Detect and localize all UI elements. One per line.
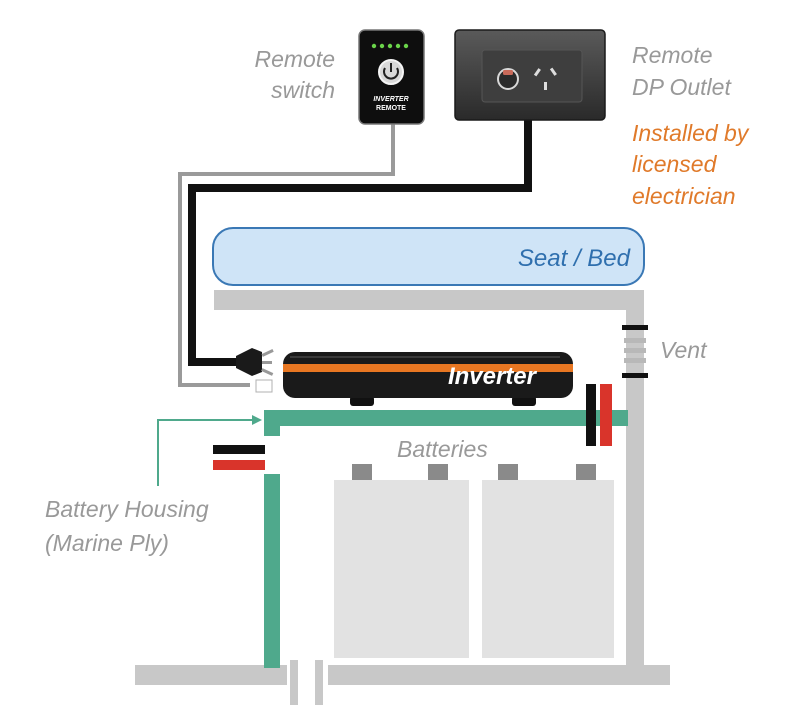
remote-outlet-label-line1: Remote [632,42,713,68]
installer-note-line1: Installed by [632,120,750,146]
right-cable-entry [586,384,612,446]
vent-label: Vent [660,337,708,363]
installer-note-line2: licensed [632,151,718,177]
seat-bed-label: Seat / Bed [518,245,631,272]
inverter [283,352,573,406]
seat-bed [212,227,645,286]
seat-frame [214,290,644,680]
inverter-remote-icon [358,29,425,125]
inverter-label: Inverter [448,363,538,390]
installer-note-line3: electrician [632,183,736,209]
au-plug-icon [236,348,274,376]
remote-cable [178,122,395,387]
battery-housing [264,410,628,668]
power-outlet-icon [454,29,606,121]
remote-outlet-label-line2: DP Outlet [632,74,732,100]
remote-switch-label-line2: switch [271,77,335,103]
remote-device-text-line2: REMOTE [376,105,406,112]
vent [622,325,648,378]
left-cable-entry [213,445,265,470]
battery-housing-label-line1: Battery Housing [45,496,209,522]
outlet-cable [188,118,532,366]
batteries-label: Batteries [397,436,488,462]
remote-device-text-line1: INVERTER [373,96,408,103]
batteries [334,464,614,658]
floor [135,660,670,705]
remote-switch-label-line1: Remote [254,46,335,72]
battery-housing-label-line2: (Marine Ply) [45,530,169,556]
housing-pointer-arrow [157,415,262,486]
